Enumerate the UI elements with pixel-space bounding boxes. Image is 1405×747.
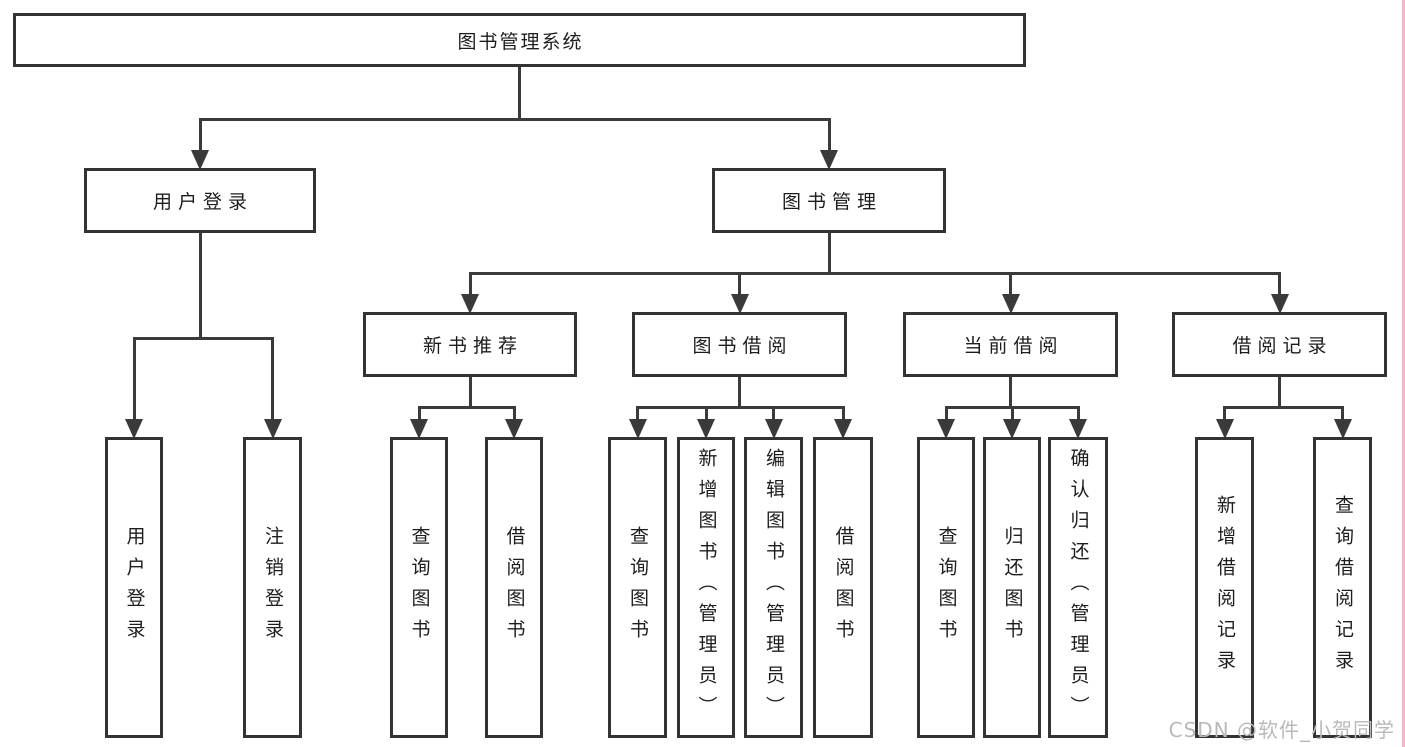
connector-line	[738, 272, 741, 296]
diagram-node-leaf-query-book-cur: 查询图书	[917, 437, 975, 738]
connector-line	[841, 406, 845, 421]
connector-line	[1278, 377, 1281, 409]
diagram-node-root: 图书管理系统	[13, 13, 1026, 67]
arrow-down-icon	[461, 294, 479, 314]
diagram-node-label: 确认归还（管理员）	[1067, 448, 1090, 727]
diagram-node-label: 借阅记录	[1232, 335, 1333, 357]
connector-line	[198, 118, 831, 121]
watermark-text: CSDN @软件_小贺同学	[1168, 718, 1395, 742]
diagram-node-label: 查询图书	[627, 525, 649, 650]
connector-line	[198, 233, 202, 340]
diagram-node-leaf-add-borrow-record: 新增借阅记录	[1195, 437, 1254, 738]
diagram-node-label: 注销登录	[262, 525, 284, 650]
diagram-node-label: 编辑图书（管理员）	[763, 448, 785, 727]
connector-line	[1010, 406, 1014, 421]
right-edge-strip	[1402, 0, 1405, 747]
connector-line	[417, 406, 516, 409]
diagram-node-leaf-confirm-return: 确认归还（管理员）	[1048, 437, 1108, 738]
connector-line	[468, 272, 1281, 275]
diagram-node-leaf-user-login: 用户登录	[105, 437, 163, 738]
arrow-down-icon	[1270, 294, 1289, 314]
connector-line	[1009, 272, 1012, 296]
connector-line	[468, 272, 472, 296]
connector-line	[772, 406, 775, 421]
diagram-node-label: 新增图书（管理员）	[695, 448, 718, 727]
connector-line	[132, 337, 136, 421]
diagram-node-leaf-query-book-bor: 查询图书	[608, 437, 667, 738]
connector-line	[827, 118, 831, 152]
diagram-node-leaf-borrow-book-new: 借阅图书	[485, 437, 543, 738]
connector-line	[1223, 406, 1344, 409]
diagram-node-current-borrow: 当前借阅	[903, 312, 1118, 377]
connector-line	[1223, 406, 1226, 421]
arrow-down-icon	[834, 419, 852, 439]
diagram-node-label: 用户登录	[123, 525, 146, 650]
arrow-down-icon	[937, 419, 955, 439]
diagram-node-label: 图书管理	[781, 191, 882, 213]
diagram-node-label: 借阅图书	[832, 525, 855, 650]
arrow-down-icon	[730, 294, 749, 314]
diagram-node-leaf-borrow-book: 借阅图书	[813, 437, 873, 738]
diagram-node-borrow-records: 借阅记录	[1172, 312, 1387, 377]
arrow-down-icon	[410, 419, 428, 439]
connector-line	[636, 406, 639, 421]
connector-line	[417, 406, 421, 421]
diagram-node-leaf-query-borrow-record: 查询借阅记录	[1313, 437, 1372, 738]
arrow-down-icon	[263, 419, 282, 439]
arrow-down-icon	[697, 419, 715, 439]
diagram-node-label: 新书推荐	[422, 335, 523, 357]
connector-line	[132, 337, 274, 340]
diagram-node-label: 借阅图书	[503, 525, 526, 650]
diagram-node-label: 当前借阅	[963, 335, 1064, 357]
diagram-node-label: 新增借阅记录	[1214, 494, 1236, 681]
connector-line	[1009, 377, 1012, 409]
diagram-node-leaf-logout: 注销登录	[243, 437, 302, 738]
diagram-node-book-borrow: 图书借阅	[632, 312, 847, 377]
arrow-down-icon	[1069, 419, 1087, 439]
diagram-node-label: 用户登录	[152, 191, 253, 213]
diagram-node-label: 查询图书	[935, 525, 958, 650]
connector-line	[1076, 406, 1080, 421]
arrow-down-icon	[628, 419, 647, 439]
diagram-node-leaf-edit-book: 编辑图书（管理员）	[744, 437, 803, 738]
connector-line	[512, 406, 516, 421]
diagram-node-leaf-query-book-new: 查询图书	[390, 437, 448, 738]
arrow-down-icon	[125, 419, 143, 439]
connector-line	[1278, 272, 1281, 296]
diagram-node-book-mgmt: 图书管理	[712, 168, 946, 233]
arrow-down-icon	[1003, 419, 1021, 439]
arrow-down-icon	[1333, 419, 1352, 439]
diagram-node-user-login-group: 用户登录	[84, 168, 316, 233]
diagram-node-label: 图书借阅	[692, 335, 793, 357]
arrow-down-icon	[764, 419, 783, 439]
connector-line	[271, 337, 274, 421]
arrow-down-icon	[1001, 294, 1020, 314]
connector-line	[704, 406, 708, 421]
connector-line	[468, 377, 472, 409]
connector-line	[738, 377, 741, 409]
arrow-down-icon	[191, 150, 209, 170]
arrow-down-icon	[820, 150, 838, 170]
connector-line	[944, 406, 948, 421]
arrow-down-icon	[505, 419, 523, 439]
diagram-node-label: 查询借阅记录	[1332, 494, 1354, 681]
diagram-node-label: 归还图书	[1001, 525, 1024, 650]
connector-line	[198, 118, 202, 152]
connector-line	[1341, 406, 1344, 421]
diagram-node-new-book-rec: 新书推荐	[363, 312, 577, 377]
connector-line	[518, 67, 521, 121]
connector-line	[636, 406, 845, 409]
diagram-node-leaf-return-book: 归还图书	[983, 437, 1041, 738]
diagram-node-label: 图书管理系统	[457, 30, 584, 53]
connector-line	[827, 233, 831, 275]
diagram-node-label: 查询图书	[408, 525, 431, 650]
arrow-down-icon	[1215, 419, 1234, 439]
diagram-node-leaf-add-book: 新增图书（管理员）	[677, 437, 735, 738]
